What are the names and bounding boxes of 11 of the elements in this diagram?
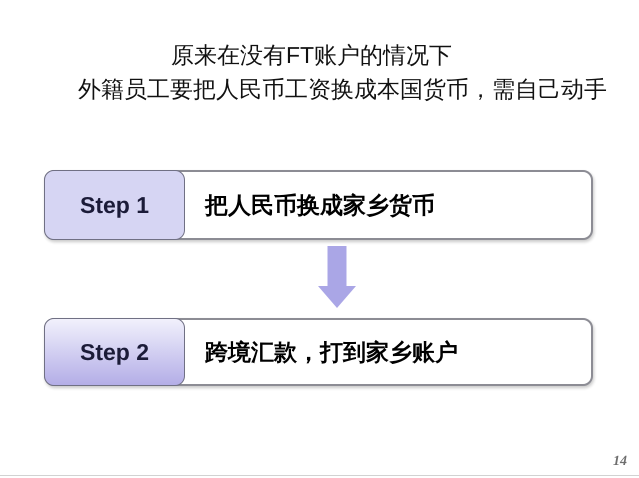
- step-tab: [44, 170, 185, 240]
- step-description: 把人民币换成家乡货币: [205, 190, 435, 220]
- step-label: Step 2: [80, 340, 150, 364]
- step-description: 跨境汇款，打到家乡账户: [205, 338, 458, 366]
- page-number: 14: [613, 453, 627, 471]
- step-bar: [44, 170, 593, 240]
- step-label: Step 1: [80, 194, 150, 216]
- title: 原来在没有FT账户的情况下外籍员工要把人民币工资换成本国货币，需自己动手: [78, 41, 608, 104]
- down-arrow: [318, 246, 356, 308]
- step-bar: [44, 318, 593, 386]
- step-tab: [44, 318, 185, 386]
